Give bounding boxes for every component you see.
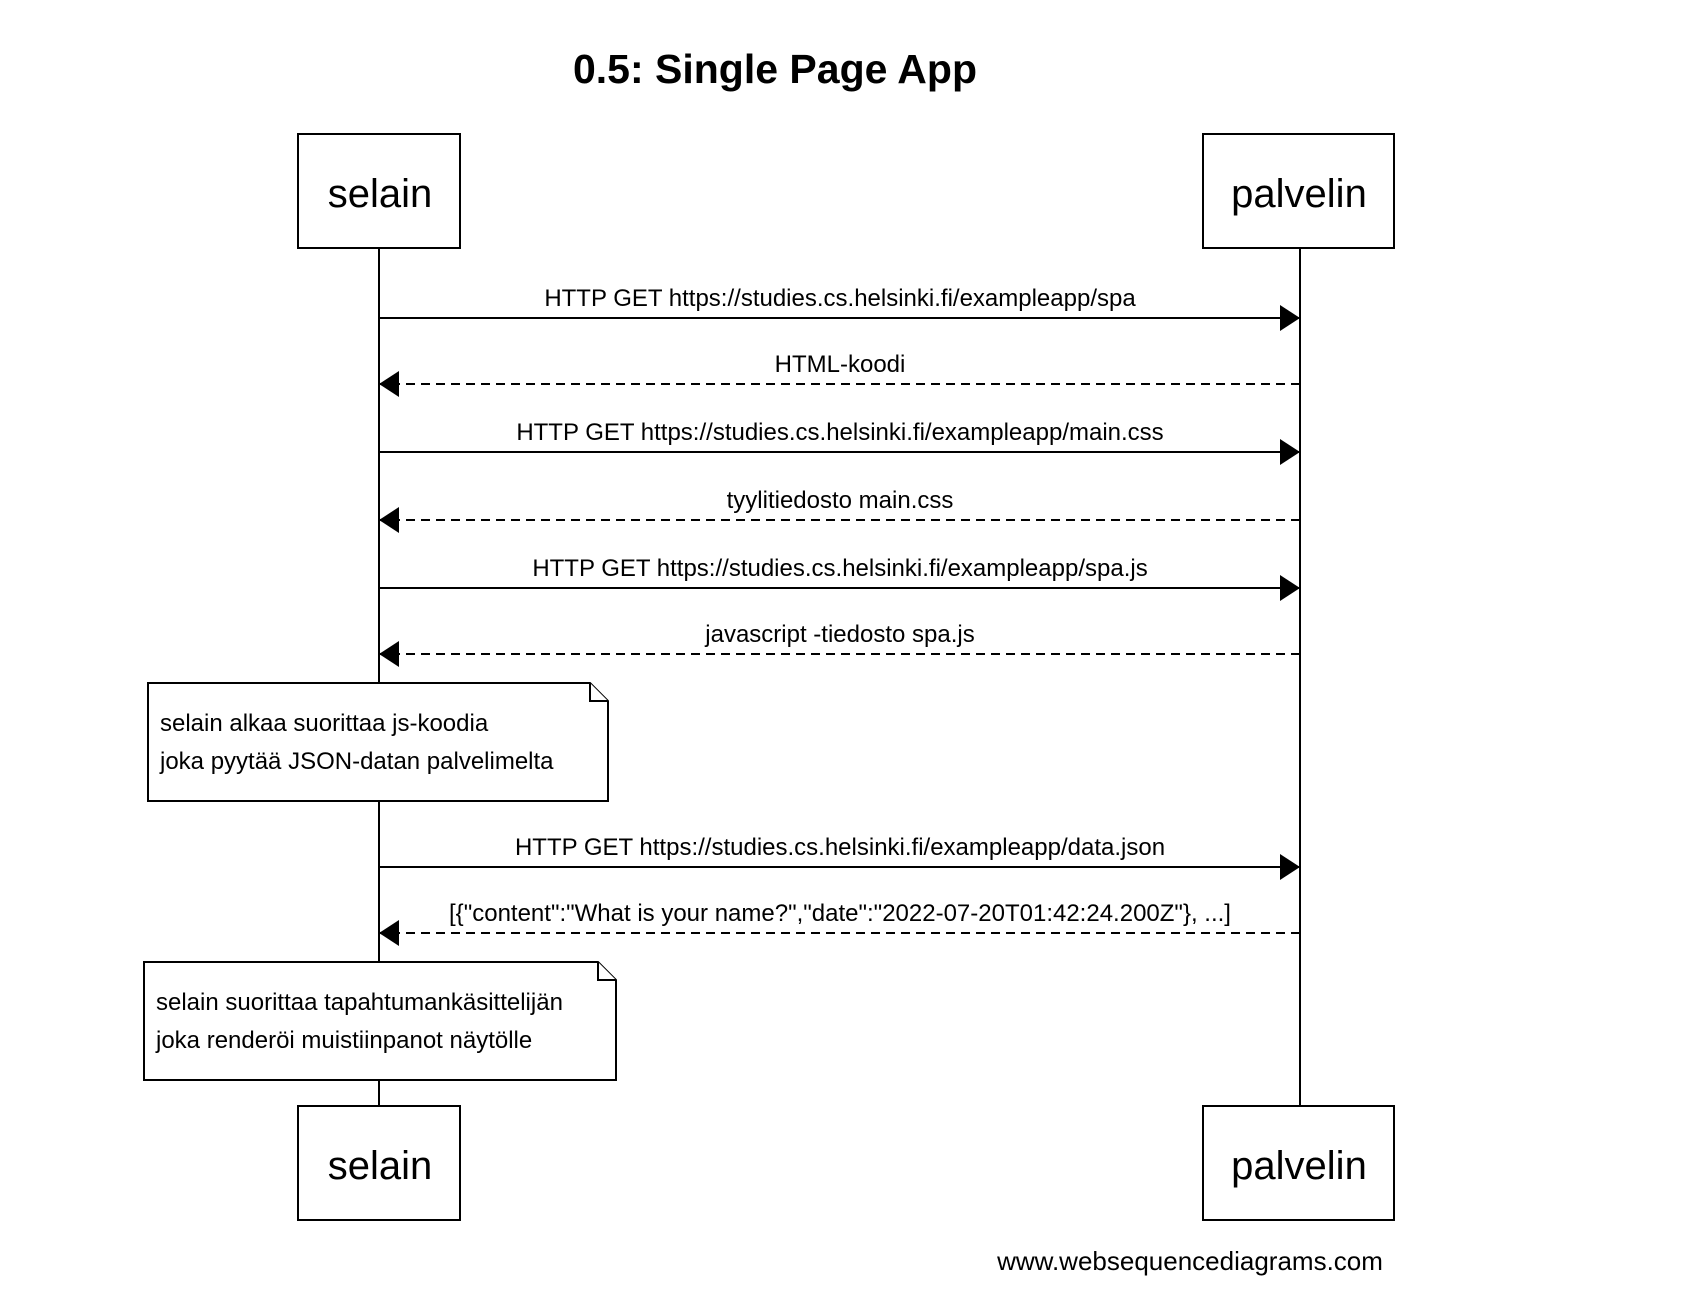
note-line: selain suorittaa tapahtumankäsittelijän [156,989,563,1016]
message-label: HTTP GET https://studies.cs.helsinki.fi/… [532,555,1147,582]
actor-label: palvelin [1231,1144,1367,1188]
message-label: HTTP GET https://studies.cs.helsinki.fi/… [516,419,1163,446]
message-2: HTML-koodi [379,351,1300,397]
note-2: selain suorittaa tapahtumankäsittelijän j… [143,961,617,1081]
actor-browser-bottom: selain [297,1105,461,1221]
actor-server-top: palvelin [1202,133,1395,249]
actor-label: selain [328,172,433,216]
message-label: tyylitiedosto main.css [727,487,954,514]
diagram-title: 0.5: Single Page App [573,46,977,92]
note-line: selain alkaa suorittaa js-koodia [160,710,489,737]
message-label: javascript -tiedosto spa.js [704,621,974,648]
actor-label: selain [328,1144,433,1188]
messages: HTTP GET https://studies.cs.helsinki.fi/… [379,285,1300,946]
message-1: HTTP GET https://studies.cs.helsinki.fi/… [379,285,1300,331]
message-label: HTTP GET https://studies.cs.helsinki.fi/… [544,285,1136,312]
message-7: HTTP GET https://studies.cs.helsinki.fi/… [379,834,1300,880]
note-line: joka renderöi muistiinpanot näytölle [155,1027,532,1054]
message-label: HTTP GET https://studies.cs.helsinki.fi/… [515,834,1165,861]
message-label: [{"content":"What is your name?","date":… [449,900,1231,927]
note-line: joka pyytää JSON-datan palvelimelta [159,748,554,775]
footer-credit: www.websequencediagrams.com [996,1246,1383,1276]
message-3: HTTP GET https://studies.cs.helsinki.fi/… [379,419,1300,465]
message-label: HTML-koodi [775,351,906,378]
actor-label: palvelin [1231,172,1367,216]
message-8: [{"content":"What is your name?","date":… [379,900,1300,946]
actor-server-bottom: palvelin [1202,1105,1395,1221]
note-1: selain alkaa suorittaa js-koodia joka pyy… [147,682,609,802]
actor-browser-top: selain [297,133,461,249]
message-6: javascript -tiedosto spa.js [379,621,1300,667]
message-5: HTTP GET https://studies.cs.helsinki.fi/… [379,555,1300,601]
message-4: tyylitiedosto main.css [379,487,1300,533]
notes: selain alkaa suorittaa js-koodia joka pyy… [143,682,617,1081]
